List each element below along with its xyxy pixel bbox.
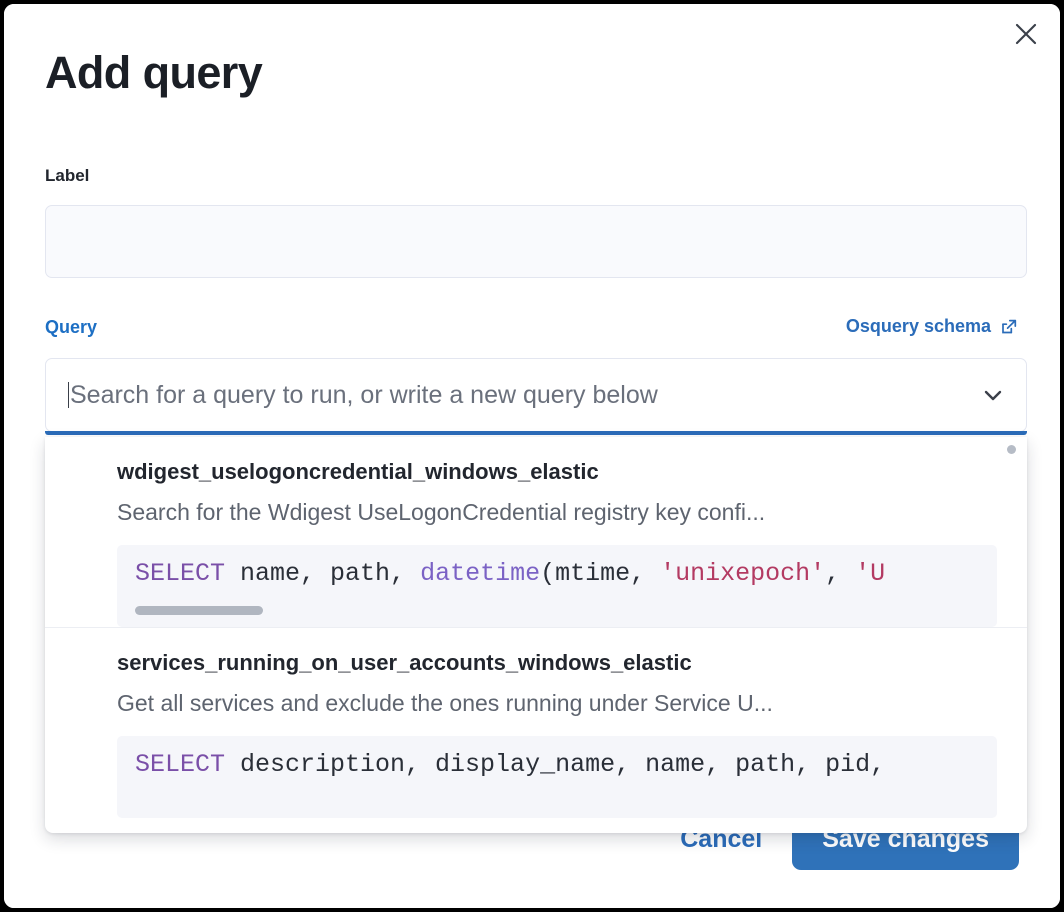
external-link-icon [999, 317, 1019, 337]
query-search-combobox[interactable]: Search for a query to run, or write a ne… [45, 358, 1027, 432]
chevron-down-icon[interactable] [978, 380, 1008, 410]
query-field-label[interactable]: Query [45, 317, 98, 337]
sql-code-line: SELECT description, display_name, name, … [135, 749, 886, 779]
text-caret [68, 382, 69, 408]
list-item-title: wdigest_uselogoncredential_windows_elast… [117, 459, 599, 484]
close-icon[interactable] [1006, 14, 1046, 54]
list-item-title: services_running_on_user_accounts_window… [117, 649, 692, 675]
osquery-schema-link-label: Osquery schema [845, 316, 991, 336]
list-item-code-preview[interactable]: SELECT description, display_name, name, … [117, 735, 997, 818]
osquery-schema-link[interactable]: Osquery schema [846, 316, 1019, 337]
code-horizontal-scrollbar[interactable] [135, 605, 263, 615]
query-search-input[interactable]: Search for a query to run, or write a ne… [70, 380, 658, 409]
sql-code-line: SELECT name, path, datetime(mtime, 'unix… [135, 558, 886, 588]
list-item[interactable]: services_running_on_user_accounts_window… [45, 626, 1027, 818]
label-field-label: Label [45, 166, 90, 185]
combobox-focus-underline [45, 431, 1027, 435]
add-query-modal: Add query Label Query Osquery schema Sea… [4, 4, 1060, 908]
label-input[interactable] [45, 205, 1027, 278]
list-item[interactable]: wdigest_uselogoncredential_windows_elast… [45, 437, 1027, 627]
page-title: Add query [45, 47, 263, 98]
list-item-description: Get all services and exclude the ones ru… [117, 690, 773, 717]
query-suggestions-dropdown[interactable]: wdigest_uselogoncredential_windows_elast… [45, 437, 1027, 833]
dropdown-scrollbar-thumb[interactable] [1007, 445, 1016, 454]
list-item-description: Search for the Wdigest UseLogonCredentia… [117, 499, 766, 526]
list-item-code-preview[interactable]: SELECT name, path, datetime(mtime, 'unix… [117, 544, 997, 627]
